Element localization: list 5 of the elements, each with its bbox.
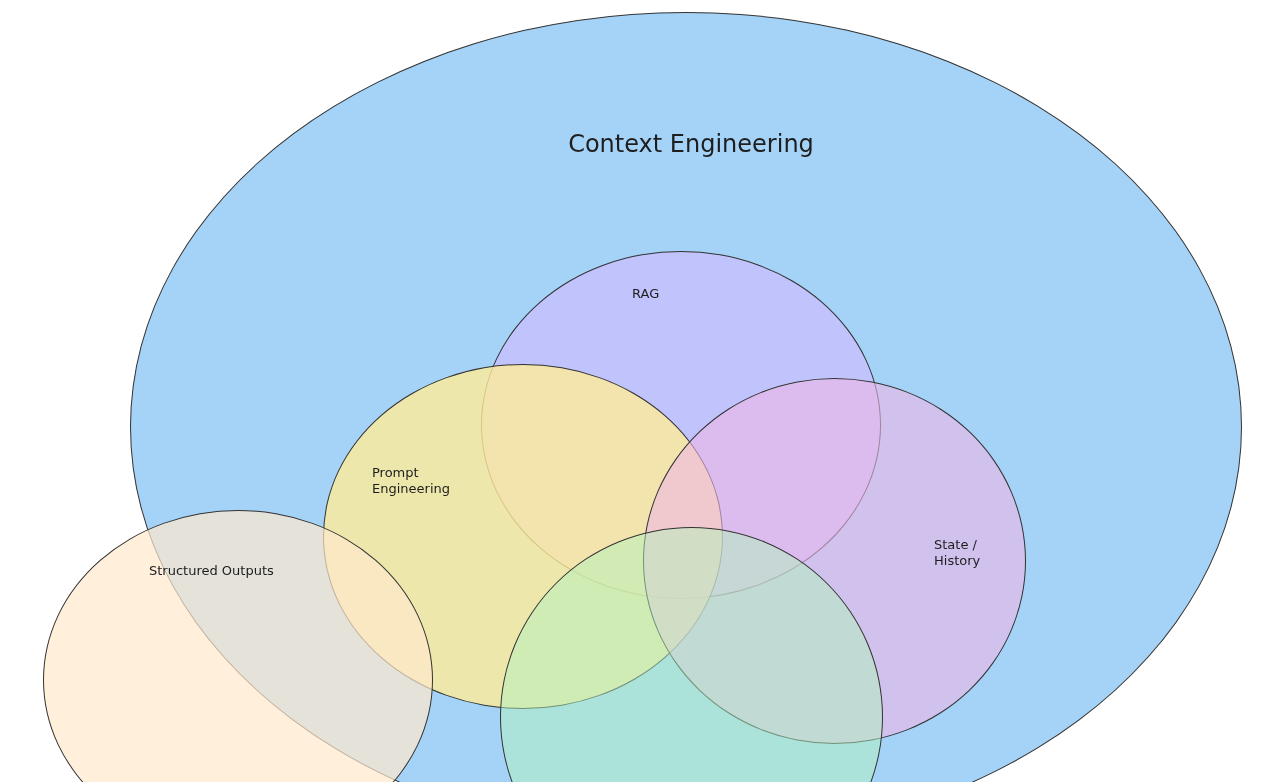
circle-label: State / History <box>934 537 982 570</box>
ellipse-label: Context Engineering <box>567 129 815 159</box>
circle-label: Structured Outputs <box>149 563 275 580</box>
circle-label: RAG <box>632 286 661 303</box>
circle-label: Prompt Engineering <box>372 465 451 498</box>
